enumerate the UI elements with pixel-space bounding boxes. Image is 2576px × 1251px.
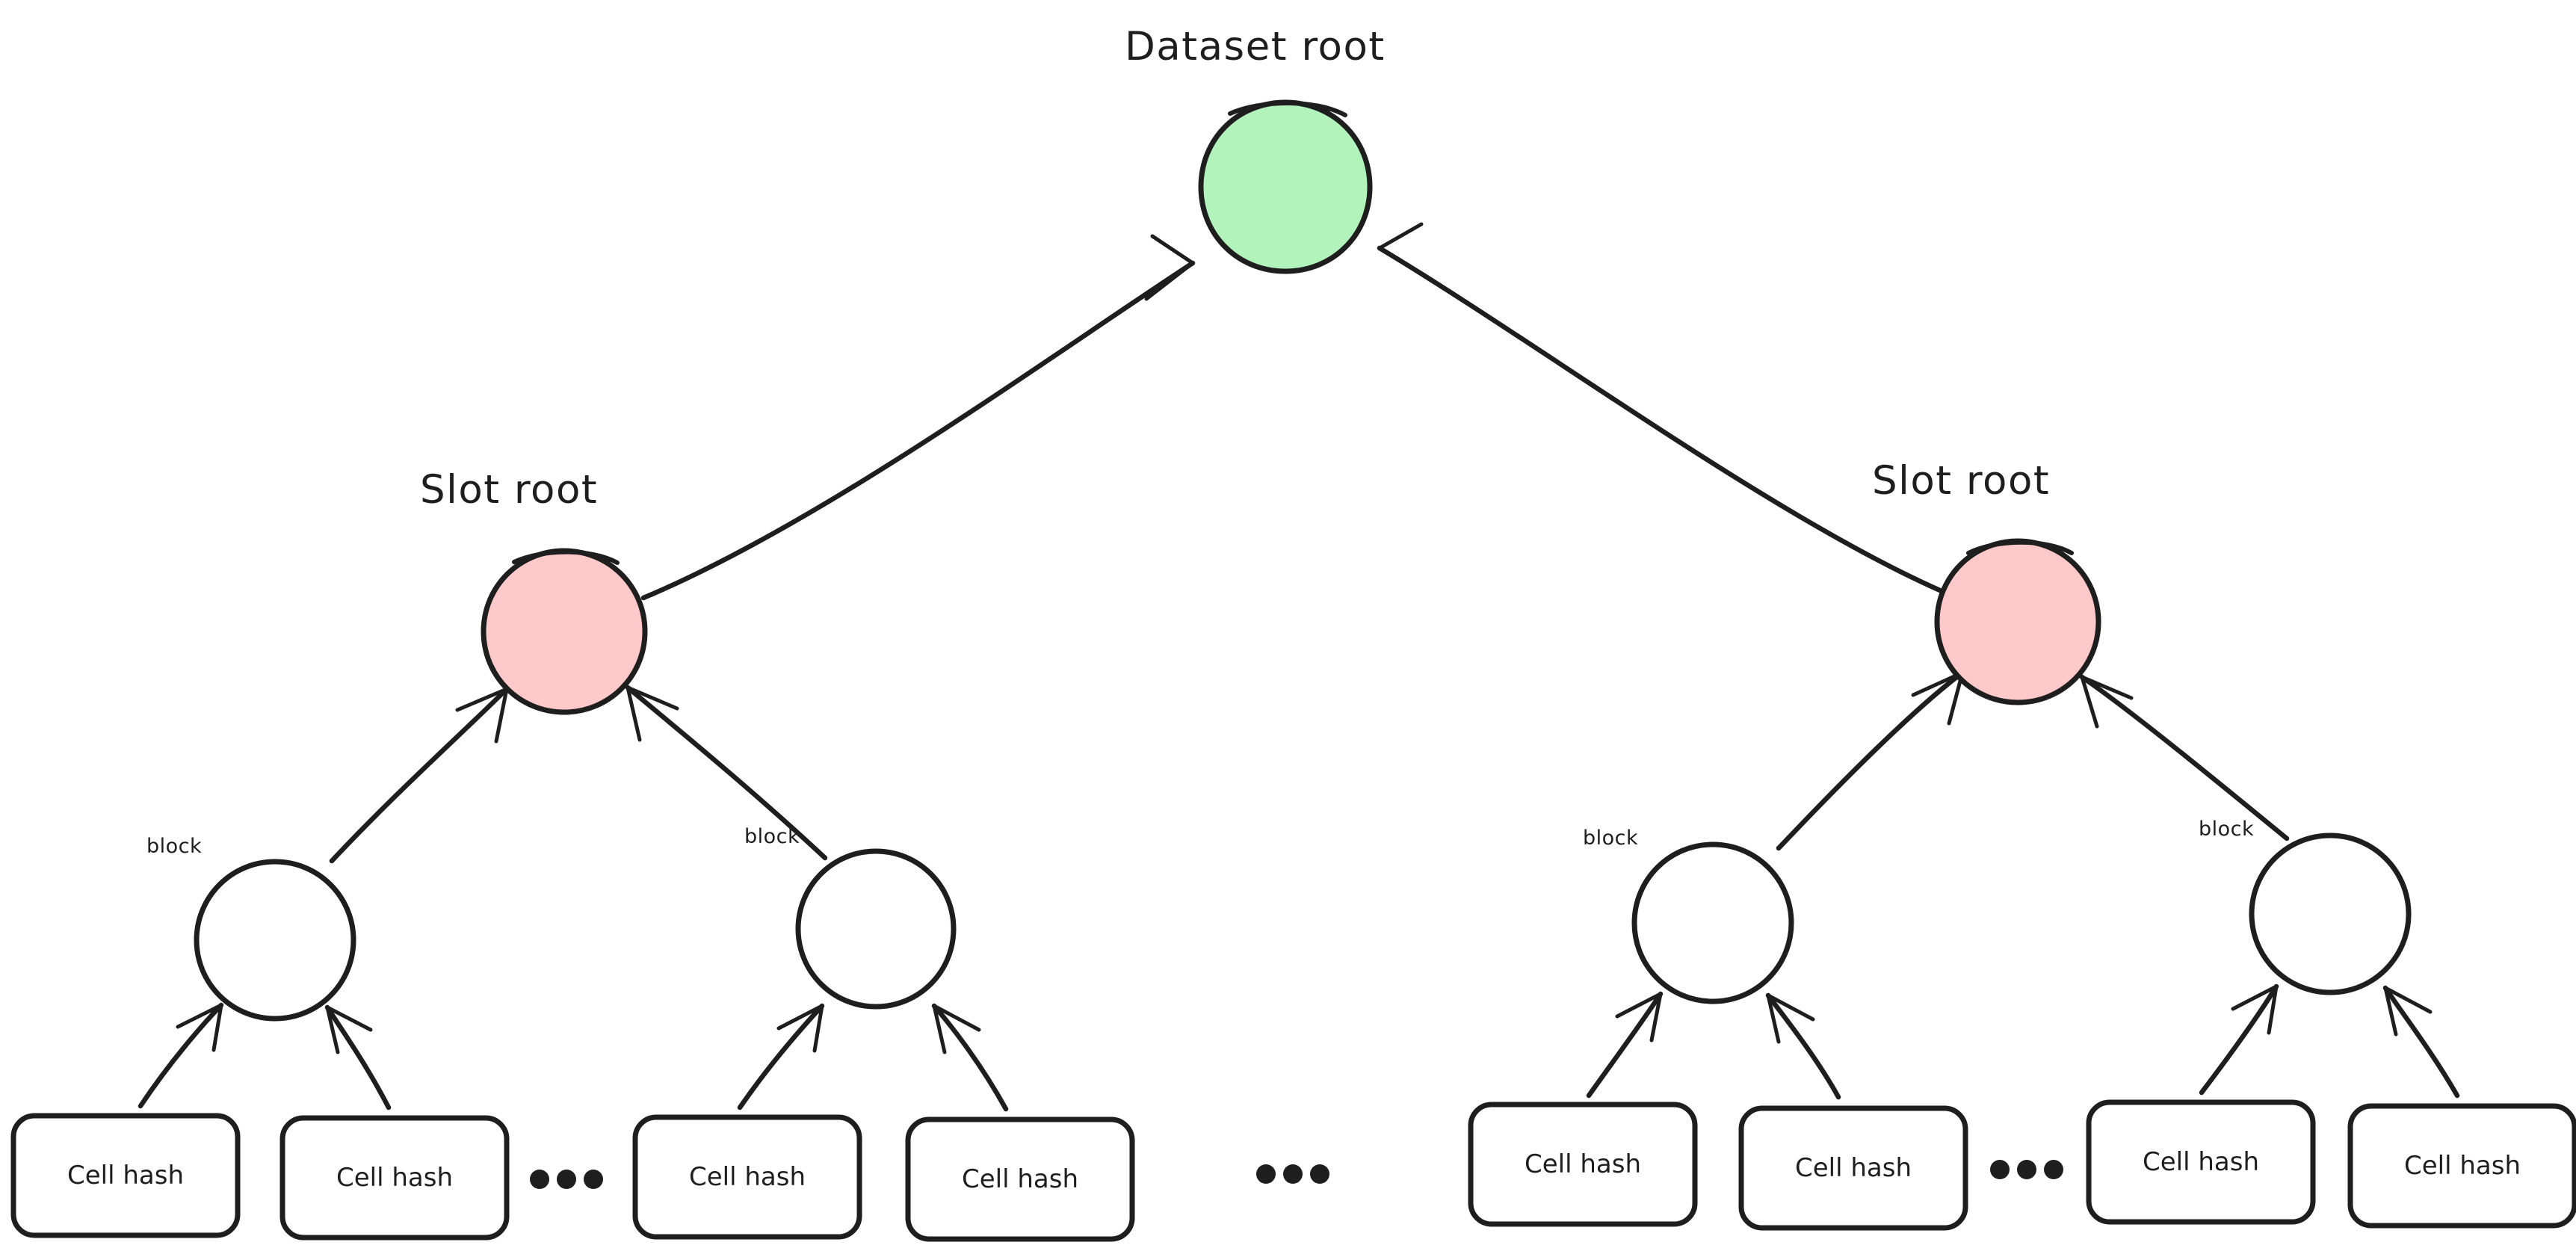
edge-block-2-to-slot-root-left <box>625 685 828 861</box>
cell-hash-7-label: Cell hash <box>2142 1147 2259 1177</box>
cell-hash-8-box[interactable] <box>2347 1103 2576 1229</box>
edge-cell-hash-8-to-block-4 <box>2382 985 2460 1099</box>
dataset-root-node[interactable] <box>1198 99 1373 274</box>
block-4-node[interactable] <box>2249 833 2412 995</box>
slot-root-left-label: Slot root <box>420 467 599 513</box>
cell-hash-8-label: Cell hash <box>2403 1151 2521 1181</box>
slot-root-right-node[interactable] <box>1934 538 2101 705</box>
block-3-label: block <box>1583 827 1639 850</box>
dataset-root-label: Dataset root <box>1125 24 1386 70</box>
cell-hash-4-box[interactable] <box>905 1116 1135 1242</box>
cell-hash-4-label: Cell hash <box>961 1164 1078 1194</box>
edge-block-3-to-slot-root-right <box>1776 670 1965 851</box>
cell-hash-2-box[interactable] <box>279 1115 510 1241</box>
edge-cell-hash-3-to-block-2 <box>737 1003 825 1111</box>
ellipsis-left-icon <box>530 1170 603 1189</box>
cell-hash-5-label: Cell hash <box>1524 1149 1641 1179</box>
block-1-node[interactable] <box>194 859 356 1022</box>
edge-slot-root-left-to-dataset-root <box>640 234 1196 601</box>
cell-hash-5-box[interactable] <box>1468 1102 1698 1227</box>
edge-slot-root-right-to-dataset-root <box>1377 222 1943 593</box>
slot-root-left-node[interactable] <box>481 548 648 715</box>
cell-hash-3-box[interactable] <box>632 1114 862 1240</box>
edge-cell-hash-4-to-block-2 <box>931 1003 1009 1112</box>
block-1-label: block <box>146 835 203 858</box>
ellipsis-middle-icon <box>1256 1164 1329 1184</box>
edge-cell-hash-1-to-block-1 <box>138 1002 224 1109</box>
edge-cell-hash-2-to-block-1 <box>324 1004 392 1111</box>
block-2-node[interactable] <box>795 848 957 1010</box>
edge-cell-hash-7-to-block-4 <box>2199 983 2279 1096</box>
cell-hash-2-label: Cell hash <box>336 1163 453 1193</box>
block-3-node[interactable] <box>1631 841 1794 1004</box>
edge-block-4-to-slot-root-right <box>2079 674 2290 841</box>
block-2-label: block <box>744 825 800 848</box>
ellipsis-right-icon <box>1990 1160 2063 1179</box>
cell-hash-6-box[interactable] <box>1738 1105 1968 1231</box>
edge-cell-hash-5-to-block-3 <box>1586 991 1664 1099</box>
edge-cell-hash-6-to-block-3 <box>1765 992 1841 1100</box>
cell-hash-1-label: Cell hash <box>67 1161 184 1190</box>
cell-hash-7-box[interactable] <box>2086 1099 2316 1225</box>
cell-hash-6-label: Cell hash <box>1794 1153 1912 1183</box>
block-4-label: block <box>2199 818 2255 841</box>
edge-block-1-to-slot-root-left <box>329 686 510 864</box>
cell-hash-3-label: Cell hash <box>688 1162 806 1192</box>
cell-hash-1-box[interactable] <box>10 1113 241 1238</box>
slot-root-right-label: Slot root <box>1872 458 2051 504</box>
